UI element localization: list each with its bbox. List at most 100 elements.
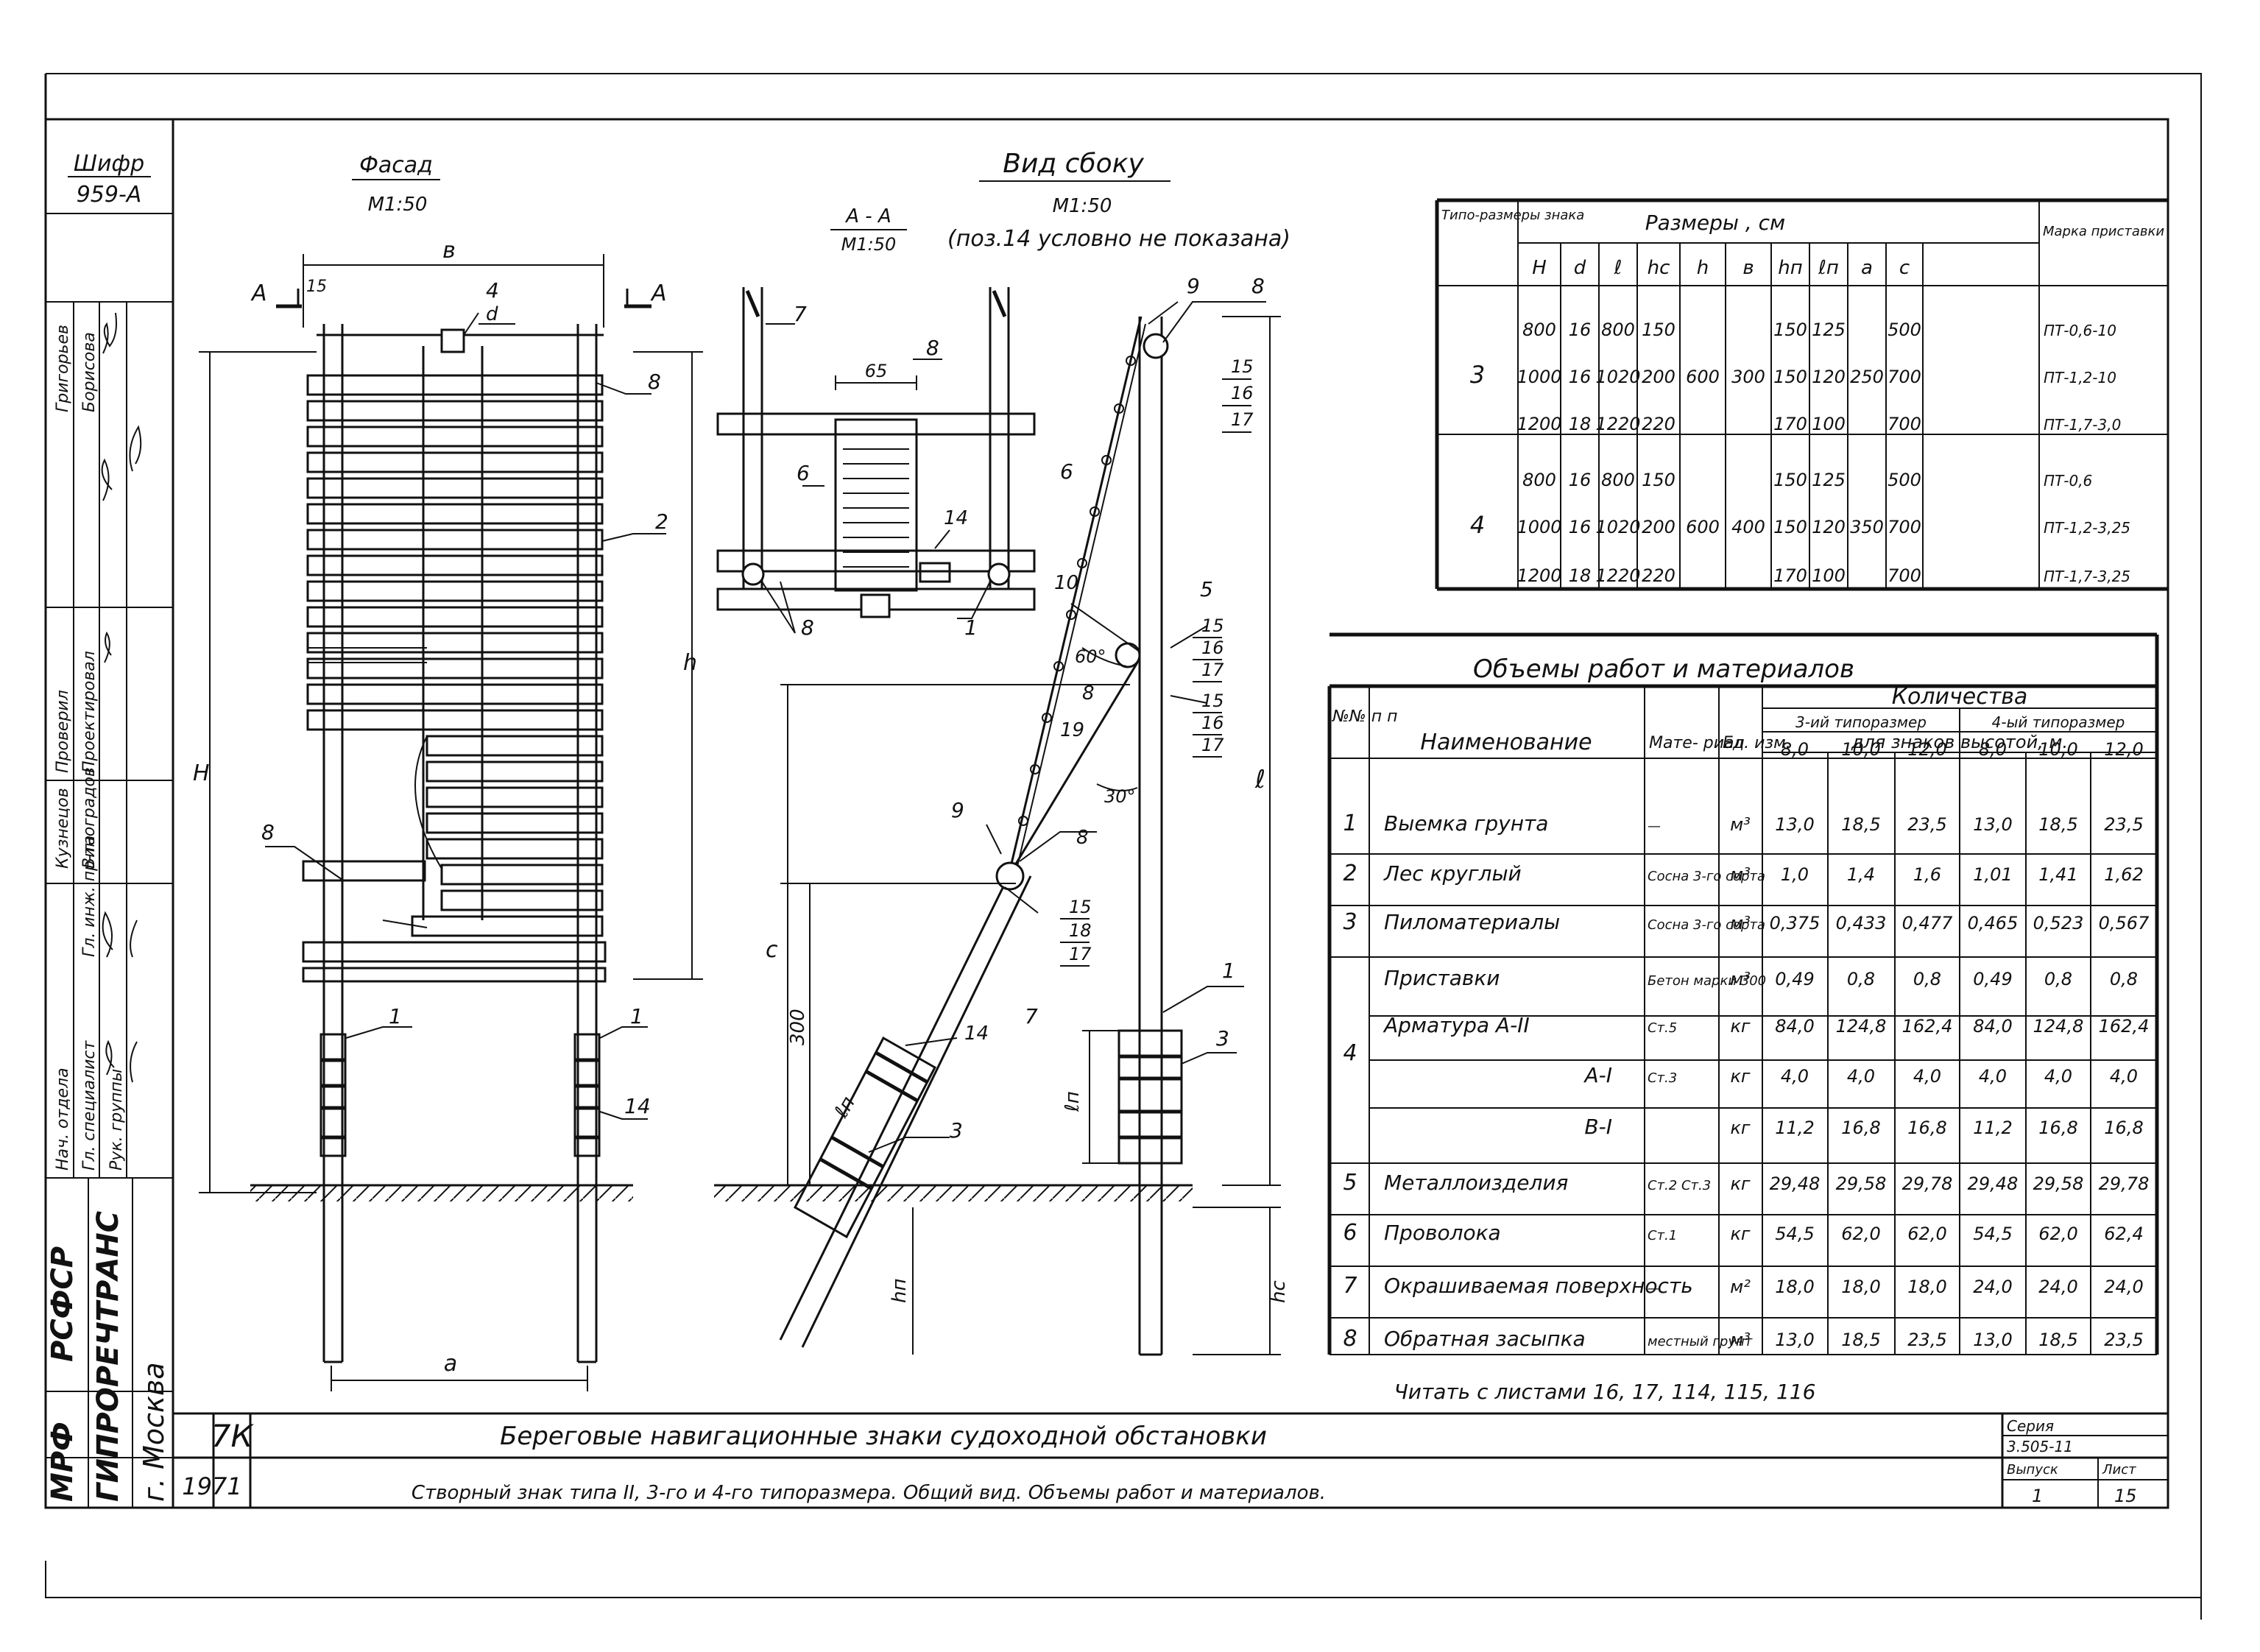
dims-col-header: а bbox=[1861, 257, 1873, 279]
frac-15-a: 15 bbox=[1231, 356, 1254, 377]
dims-cell: 16 bbox=[1569, 470, 1592, 490]
frac-17-b: 17 bbox=[1201, 660, 1224, 680]
vol-row-value: 84,0 bbox=[1973, 1016, 2012, 1037]
vol-row-unit: м³ bbox=[1730, 913, 1751, 933]
frac-15-b: 15 bbox=[1201, 615, 1224, 636]
vol-row-value: 11,2 bbox=[1775, 1118, 1814, 1138]
dim-a: а bbox=[444, 1351, 457, 1377]
side-callout-9a: 9 bbox=[1187, 274, 1200, 298]
vol-row-value: 23,5 bbox=[1907, 814, 1946, 835]
section-title: А - А bbox=[844, 205, 891, 227]
footer-title-1: Береговые навигационные знаки судоходной… bbox=[500, 1422, 1267, 1451]
vol-row-value: 1,0 bbox=[1781, 864, 1809, 885]
stamp-signatures bbox=[101, 312, 142, 1083]
vol-row-value: 1,4 bbox=[1847, 864, 1875, 885]
aa-callout-7: 7 bbox=[794, 302, 807, 326]
vol-row-no: 7 bbox=[1343, 1273, 1357, 1299]
frac-15-d: 15 bbox=[1069, 897, 1092, 917]
footer-title-2: Створный знак типа II, 3-го и 4-го типор… bbox=[412, 1482, 1326, 1504]
vol-row-unit: м³ bbox=[1730, 864, 1751, 885]
side-callout-3b: 3 bbox=[950, 1118, 963, 1143]
section-mark-right: А bbox=[650, 280, 667, 306]
vol-row-value: 24,0 bbox=[2038, 1277, 2077, 1297]
vol-row-mat: местный грунт bbox=[1648, 1334, 1753, 1349]
dims-col-header: hс bbox=[1648, 257, 1670, 279]
vol-title: Объемы работ и материалов bbox=[1473, 654, 1854, 684]
sheet-frame bbox=[44, 73, 2202, 1620]
dim-hc: hс bbox=[1268, 1280, 1290, 1303]
dims-cell: 800 bbox=[1522, 320, 1556, 340]
vol-row-no: 2 bbox=[1343, 861, 1357, 886]
dims-group-type: 3 bbox=[1470, 361, 1485, 389]
stamp-name-2: Борисова bbox=[80, 332, 99, 412]
vol-height: 12,0 bbox=[2104, 739, 2143, 760]
facade-callout-1a: 1 bbox=[389, 1004, 402, 1028]
dims-cell: 150 bbox=[1773, 367, 1807, 387]
dims-mark: ПТ-1,7-3,0 bbox=[2044, 416, 2121, 434]
stamp-name-4: Виноградов bbox=[80, 767, 99, 869]
stamp-role-3: Нач. отдела bbox=[54, 1067, 72, 1171]
vol-row-value: 0,465 bbox=[1968, 913, 2019, 933]
dim-h: h bbox=[683, 650, 697, 676]
vol-row-value: 18,5 bbox=[1841, 814, 1880, 835]
dims-cell: 220 bbox=[1642, 414, 1675, 434]
vol-row-value: 54,5 bbox=[1973, 1224, 2012, 1244]
vol-row-name: Выемка грунта bbox=[1384, 811, 1548, 836]
side-scale: М1:50 bbox=[1053, 195, 1112, 217]
vol-row-value: 18,0 bbox=[1907, 1277, 1946, 1297]
vol-row-value: 0,523 bbox=[2033, 913, 2084, 933]
section-note: (поз.14 условно не показана) bbox=[947, 226, 1290, 252]
vol-row-value: 29,58 bbox=[2033, 1173, 2084, 1194]
vol-row-mat: Ст.5 bbox=[1648, 1020, 1677, 1036]
dims-table: Типо-размеры знака Размеры , см Марка пр… bbox=[1435, 198, 2168, 591]
vol-row-unit: м³ bbox=[1730, 814, 1751, 835]
facade-scale: М1:50 bbox=[368, 194, 428, 216]
vol-row-value: 13,0 bbox=[1775, 1330, 1814, 1350]
dims-cell: 120 bbox=[1812, 517, 1846, 537]
stamp-role-4: Гл. специалист bbox=[80, 1039, 99, 1171]
vol-row-value: 13,0 bbox=[1775, 814, 1814, 835]
dim-H: Н bbox=[193, 760, 210, 786]
vol-height: 10,0 bbox=[1841, 739, 1880, 760]
footer-series-label: Серия bbox=[2007, 1417, 2054, 1435]
dims-mark: ПТ-0,6 bbox=[2044, 472, 2092, 490]
frac-17-a: 17 bbox=[1231, 409, 1254, 430]
dims-cell: 200 bbox=[1642, 367, 1675, 387]
vol-row-value: 16,8 bbox=[1841, 1118, 1880, 1138]
dims-cell: 120 bbox=[1812, 367, 1846, 387]
vol-height: 12,0 bbox=[1907, 739, 1946, 760]
vol-row-value: 162,4 bbox=[2099, 1016, 2150, 1037]
dims-cell: 100 bbox=[1812, 565, 1846, 586]
vol-row-unit: кг bbox=[1730, 1066, 1750, 1087]
vol-h-no: №№ п п bbox=[1332, 707, 1398, 726]
vol-row-value: 1,62 bbox=[2104, 864, 2143, 885]
vol-row-value: 4,0 bbox=[2044, 1066, 2072, 1087]
dims-cell: 125 bbox=[1812, 470, 1846, 490]
side-callout-8a: 8 bbox=[1251, 274, 1265, 298]
dims-cell: 150 bbox=[1642, 320, 1675, 340]
vol-row-value: 62,0 bbox=[1841, 1224, 1880, 1244]
vol-row-name: Арматура А-II bbox=[1383, 1013, 1530, 1037]
stamp-name-3: Кузнецов bbox=[54, 788, 72, 869]
vol-row-unit: м³ bbox=[1730, 1330, 1751, 1350]
aa-callout-14: 14 bbox=[944, 507, 968, 529]
vol-row-unit: кг bbox=[1730, 1118, 1750, 1138]
dims-cell: 1000 bbox=[1516, 367, 1561, 387]
dims-cell: 170 bbox=[1773, 565, 1807, 586]
vol-row-mat: — bbox=[1648, 1281, 1661, 1296]
vol-row-value: 29,78 bbox=[2099, 1173, 2150, 1194]
dims-col-header: Н bbox=[1532, 257, 1547, 279]
stamp-role-1: Проверил bbox=[54, 690, 72, 773]
dims-cell: 16 bbox=[1569, 517, 1592, 537]
side-title: Вид сбоку bbox=[1003, 149, 1144, 179]
footer-issue-value: 1 bbox=[2032, 1486, 2043, 1506]
side-callout-3a: 3 bbox=[1216, 1026, 1229, 1051]
facade-callout-2: 2 bbox=[655, 509, 668, 534]
vol-row-mat: Сосна 3-го сорта bbox=[1648, 869, 1765, 884]
dims-cell: 1200 bbox=[1516, 565, 1561, 586]
dim-c: с bbox=[766, 937, 778, 963]
footer-year: 1971 bbox=[182, 1472, 241, 1500]
vol-h-qty: Количества bbox=[1892, 684, 2028, 710]
vol-row-value: 0,433 bbox=[1836, 913, 1887, 933]
